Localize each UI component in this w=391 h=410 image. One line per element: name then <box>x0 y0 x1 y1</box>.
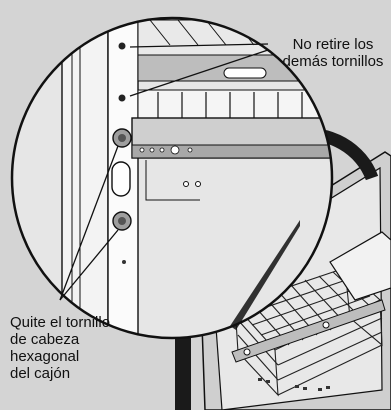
hex-drawer-screw-top <box>112 128 132 148</box>
fixed-screw-lower <box>118 94 126 102</box>
remove-screw-line-1: Quite el tornillo <box>10 314 111 331</box>
fixed-screw-upper <box>118 42 126 50</box>
hex-drawer-screw-bottom <box>112 211 132 231</box>
remove-screw-line-4: del cajón <box>10 365 71 382</box>
keep-screws-line-2: demás tornillos <box>282 53 384 70</box>
remove-screw-line-3: hexagonal <box>10 348 80 365</box>
remove-screw-line-2: de cabeza <box>10 331 80 348</box>
leader-lines <box>59 43 269 301</box>
remove-hex-screw-callout: Quite el tornillo de cabeza hexagonal de… <box>10 314 160 382</box>
keep-other-screws-callout: No retire los demás tornillos <box>270 36 391 70</box>
upper-tray <box>329 231 391 301</box>
keep-screws-line-1: No retire los <box>292 36 374 53</box>
